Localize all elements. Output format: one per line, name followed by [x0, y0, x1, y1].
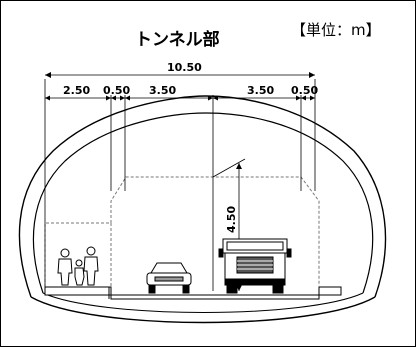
dim-lane-left: 3.50: [149, 84, 176, 97]
sidewalk-block: [44, 286, 112, 296]
car-icon: [146, 262, 192, 294]
tunnel-lining-outer: [18, 95, 387, 298]
dim-total: 10.50: [167, 61, 202, 74]
dim-sidewalk: 2.50: [63, 84, 90, 97]
dim-shoulder-left: 0.50: [103, 84, 130, 97]
dim-lane-right: 3.50: [247, 84, 274, 97]
diagram-title: トンネル部: [135, 30, 220, 50]
tunnel-invert-outer: [30, 296, 376, 324]
tunnel-lining-inner: [32, 112, 374, 294]
road-slab: [110, 294, 320, 300]
unit-label: 【単位：m】: [291, 21, 381, 39]
right-curb: [318, 286, 342, 296]
tunnel-invert-inner: [42, 292, 364, 313]
dim-height: 4.50: [225, 206, 238, 233]
pedestrians-icon: [57, 246, 99, 286]
dim-shoulder-right: 0.50: [291, 84, 318, 97]
truck-icon: [218, 238, 292, 294]
